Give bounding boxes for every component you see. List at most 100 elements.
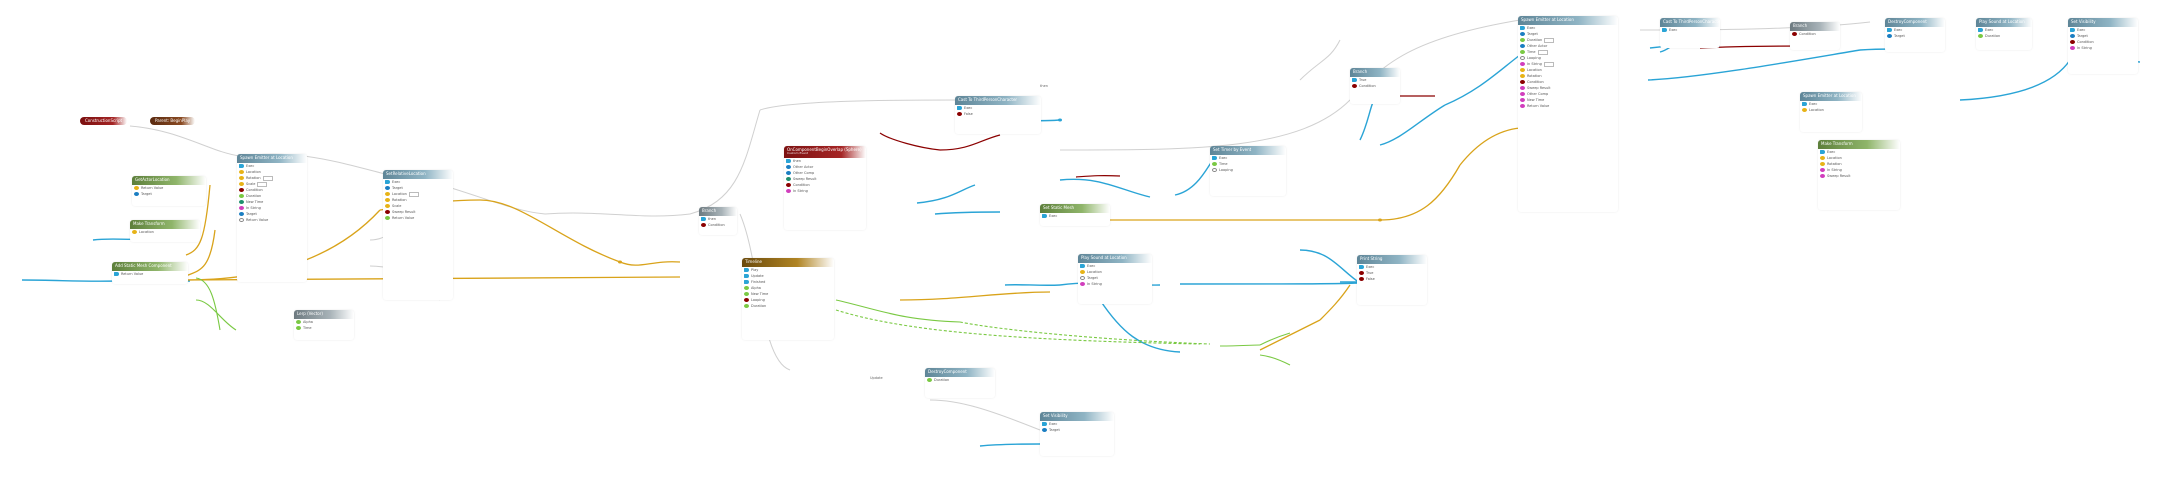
bool-pin-icon[interactable] <box>385 210 390 214</box>
empty-pin-icon[interactable] <box>1212 168 1217 172</box>
float-pin-icon[interactable] <box>385 216 390 220</box>
float-pin-icon[interactable] <box>1978 34 1983 38</box>
string-pin-icon[interactable] <box>1820 174 1825 178</box>
object-pin-icon[interactable] <box>1520 32 1525 36</box>
float-pin-icon[interactable] <box>927 378 932 382</box>
exec-pin-icon[interactable] <box>1802 102 1807 106</box>
vector-pin-icon[interactable] <box>385 192 390 196</box>
float-pin-icon[interactable] <box>296 326 301 330</box>
object-pin-icon[interactable] <box>2070 34 2075 38</box>
cast-player-node[interactable]: Cast To ThirdPersonCharacter Exec False <box>955 96 1041 134</box>
object-pin-icon[interactable] <box>239 212 244 216</box>
spawn-actor-node[interactable]: Spawn Emitter at Location Exec Target Du… <box>1518 16 1618 212</box>
sequence-node[interactable]: Branch then Condition <box>699 207 737 235</box>
string-pin-icon[interactable] <box>239 206 244 210</box>
object-pin-icon[interactable] <box>385 186 390 190</box>
vector-pin-icon[interactable] <box>385 198 390 202</box>
print-string-node[interactable]: Print String Exec True False <box>1357 255 1427 305</box>
vector-pin-icon[interactable] <box>1820 156 1825 160</box>
string-pin-icon[interactable] <box>1520 86 1525 90</box>
timeline-node[interactable]: Timeline Play Update Finished Alpha New … <box>742 258 834 340</box>
lerp-node[interactable]: Lerp (Vector) Alpha Time <box>294 310 354 340</box>
get-actor-location-node[interactable]: GetActorLocation Return Value Target <box>132 176 206 206</box>
string-pin-icon[interactable] <box>1520 92 1525 96</box>
empty-pin-icon[interactable] <box>239 218 244 222</box>
bool-pin-icon[interactable] <box>1359 271 1364 275</box>
exec-pin-icon[interactable] <box>1042 214 1047 218</box>
int-pin-icon[interactable] <box>786 177 791 181</box>
object-pin-icon[interactable] <box>1520 44 1525 48</box>
exec-pin-icon[interactable] <box>2070 28 2075 32</box>
exec-pin-icon[interactable] <box>114 272 119 276</box>
object-pin-icon[interactable] <box>134 192 139 196</box>
set-visibility-node-top[interactable]: Set Visibility Exec Target Condition In … <box>2068 18 2138 74</box>
parent-beginplay-event[interactable]: Parent: BeginPlay <box>150 117 196 125</box>
cast-node-top[interactable]: Cast To ThirdPersonCharacter Exec <box>1660 18 1720 48</box>
vector-pin-icon[interactable] <box>132 230 137 234</box>
vector-pin-icon[interactable] <box>1820 162 1825 166</box>
object-pin-icon[interactable] <box>786 165 791 169</box>
float-pin-icon[interactable] <box>1520 38 1525 42</box>
string-pin-icon[interactable] <box>1080 282 1085 286</box>
exec-pin-icon[interactable] <box>1359 265 1364 269</box>
int-pin-icon[interactable] <box>239 200 244 204</box>
float-pin-icon[interactable] <box>296 320 301 324</box>
exec-pin-icon[interactable] <box>744 280 749 284</box>
bool-pin-icon[interactable] <box>1359 277 1364 281</box>
bool-pin-icon[interactable] <box>1792 32 1797 36</box>
exec-pin-icon[interactable] <box>1978 28 1983 32</box>
spawn-emitter-node[interactable]: Spawn Emitter at Location Exec Location … <box>237 154 307 282</box>
exec-pin-icon[interactable] <box>701 217 706 221</box>
string-pin-icon[interactable] <box>1520 104 1525 108</box>
string-pin-icon[interactable] <box>1520 62 1525 66</box>
object-pin-icon[interactable] <box>1042 428 1047 432</box>
exec-pin-icon[interactable] <box>1042 422 1047 426</box>
vector-pin-icon[interactable] <box>239 182 244 186</box>
bool-pin-icon[interactable] <box>744 298 749 302</box>
exec-pin-icon[interactable] <box>1352 78 1357 82</box>
float-pin-icon[interactable] <box>744 292 749 296</box>
exec-pin-icon[interactable] <box>744 268 749 272</box>
float-pin-icon[interactable] <box>239 194 244 198</box>
vector-pin-icon[interactable] <box>239 170 244 174</box>
exec-pin-icon[interactable] <box>1662 28 1667 32</box>
play-sound-node[interactable]: Play Sound at Location Exec Location Tar… <box>1078 254 1152 304</box>
set-static-mesh-node[interactable]: Set Static Mesh Exec <box>1040 204 1110 226</box>
bool-pin-icon[interactable] <box>1352 84 1357 88</box>
spawn-emitter-node-right[interactable]: Spawn Emitter at Location Exec Location <box>1800 92 1862 132</box>
empty-pin-icon[interactable] <box>1520 56 1525 60</box>
set-relative-location-node[interactable]: SetRelativeLocation Exec Target Location… <box>383 170 453 300</box>
float-pin-icon[interactable] <box>744 304 749 308</box>
play-sound-node-top[interactable]: Play Sound at Location Exec Duration <box>1976 18 2032 50</box>
set-timer-node[interactable]: Set Timer by Event Exec Time Looping <box>1210 146 1286 196</box>
float-pin-icon[interactable] <box>1520 50 1525 54</box>
vector-pin-icon[interactable] <box>385 204 390 208</box>
vector-pin-icon[interactable] <box>239 176 244 180</box>
destroy-node-top[interactable]: DestroyComponent Exec Target <box>1885 18 1945 52</box>
vector-pin-icon[interactable] <box>1520 68 1525 72</box>
exec-pin-icon[interactable] <box>1520 26 1525 30</box>
destroy-component-node[interactable]: DestroyComponent Duration <box>925 368 995 398</box>
string-pin-icon[interactable] <box>1820 168 1825 172</box>
exec-pin-icon[interactable] <box>1080 264 1085 268</box>
vector-pin-icon[interactable] <box>1802 108 1807 112</box>
branch-node-top[interactable]: Branch True Condition <box>1350 68 1400 104</box>
exec-pin-icon[interactable] <box>957 106 962 110</box>
bool-pin-icon[interactable] <box>786 183 791 187</box>
branch-node-right[interactable]: Branch Condition <box>1790 22 1840 50</box>
construction-script-event[interactable]: ConstructionScript <box>80 117 128 125</box>
exec-pin-icon[interactable] <box>744 274 749 278</box>
object-pin-icon[interactable] <box>786 171 791 175</box>
exec-pin-icon[interactable] <box>385 180 390 184</box>
vector-pin-icon[interactable] <box>1520 74 1525 78</box>
object-pin-icon[interactable] <box>1887 34 1892 38</box>
bool-pin-icon[interactable] <box>701 223 706 227</box>
float-pin-icon[interactable] <box>1212 162 1217 166</box>
string-pin-icon[interactable] <box>2070 46 2075 50</box>
bool-pin-icon[interactable] <box>239 188 244 192</box>
exec-pin-icon[interactable] <box>239 164 244 168</box>
bool-pin-icon[interactable] <box>1520 80 1525 84</box>
vector-pin-icon[interactable] <box>134 186 139 190</box>
set-visibility-node[interactable]: Set Visibility Exec Target <box>1040 412 1114 456</box>
empty-pin-icon[interactable] <box>1080 276 1085 280</box>
